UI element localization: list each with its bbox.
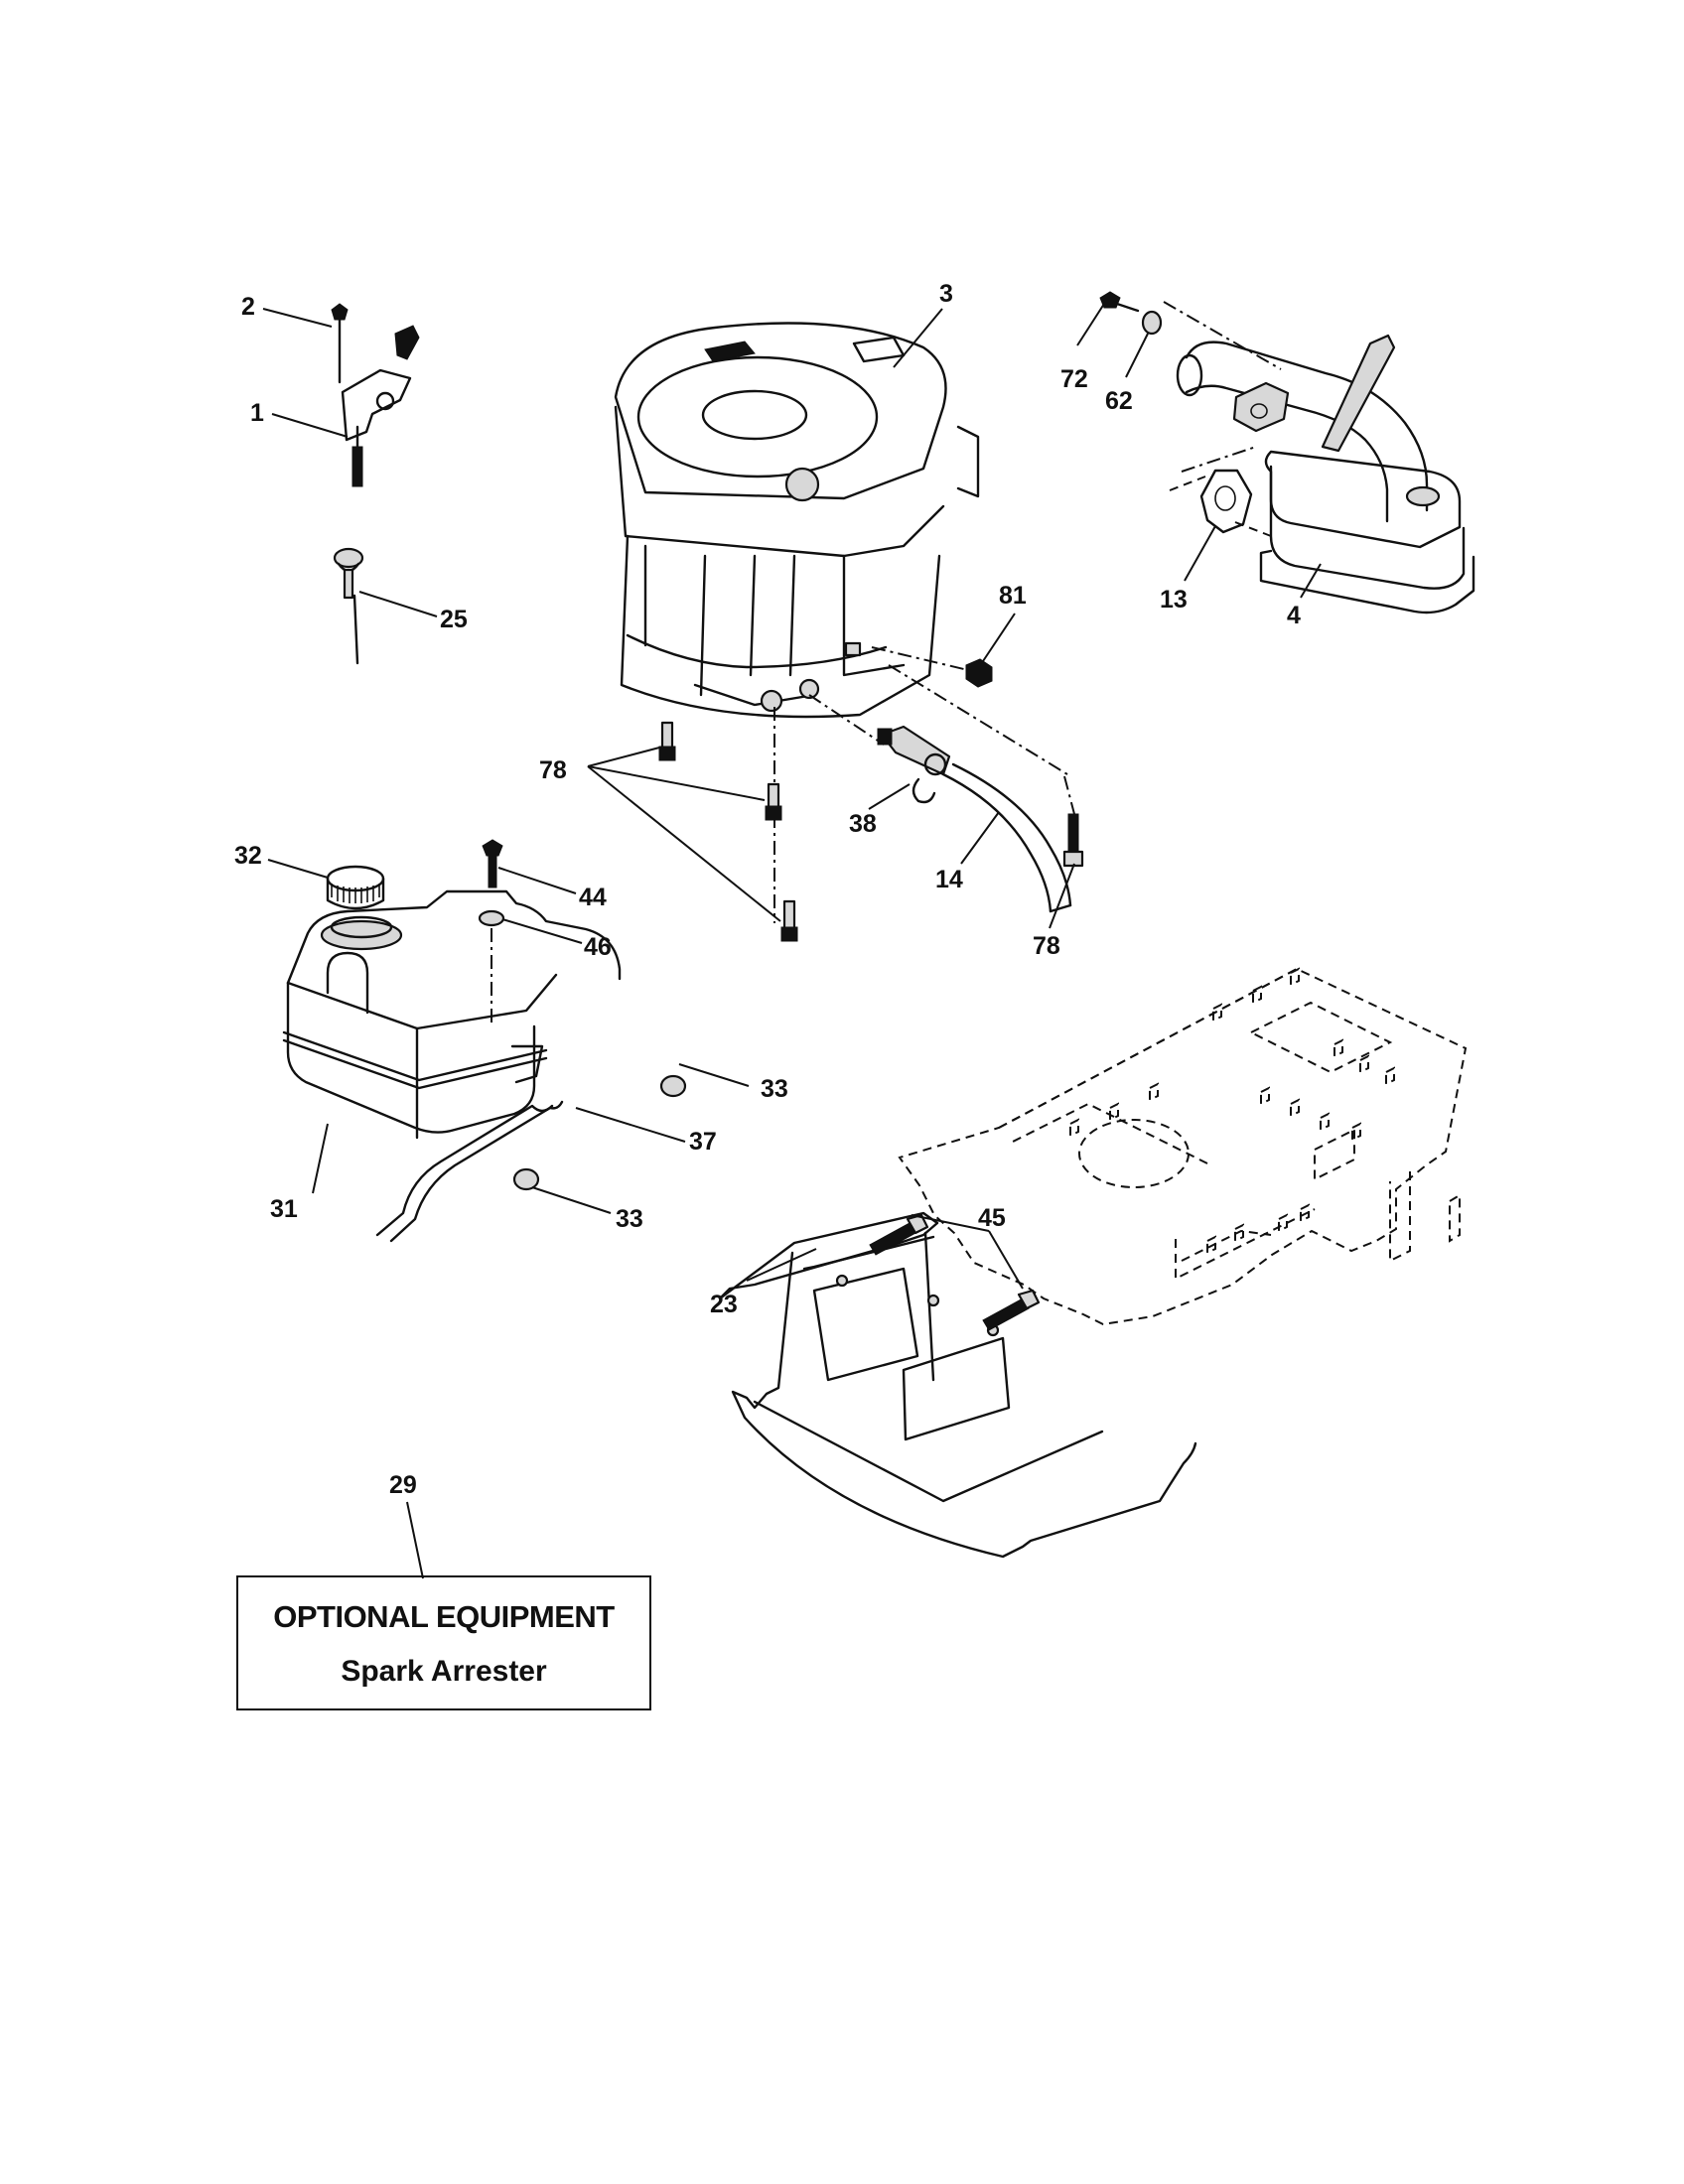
muffler — [1176, 334, 1475, 614]
optional-equipment-title: OPTIONAL EQUIPMENT — [273, 1599, 615, 1634]
optional-equipment-box: OPTIONAL EQUIPMENT Spark Arrester — [236, 1575, 651, 1710]
throttle-control-bracket — [331, 303, 420, 487]
gasket-13 — [1169, 469, 1272, 537]
callout-81: 81 — [999, 582, 1027, 610]
bolt-78-a — [658, 721, 676, 761]
callout-25: 25 — [440, 606, 468, 633]
callout-1: 1 — [250, 399, 264, 427]
callout-33-b: 33 — [616, 1205, 643, 1233]
callout-14: 14 — [935, 866, 963, 893]
callout-29: 29 — [389, 1471, 417, 1499]
hose-clamp-33-b — [512, 1167, 540, 1191]
callout-72: 72 — [1060, 365, 1088, 393]
callout-4: 4 — [1287, 602, 1301, 629]
screw-45-a — [869, 1213, 929, 1256]
callout-33-a: 33 — [761, 1075, 788, 1103]
screw-72 — [1099, 291, 1140, 313]
engine — [614, 322, 980, 719]
spark-arrester-label: Spark Arrester — [341, 1655, 547, 1688]
nut-81 — [965, 658, 993, 688]
callout-38: 38 — [849, 810, 877, 838]
callout-labels: 2 1 25 3 72 62 13 4 81 78 38 14 78 32 44… — [234, 280, 1301, 1499]
callout-37: 37 — [689, 1128, 717, 1156]
callout-3: 3 — [939, 280, 953, 308]
bolt-78-b — [765, 782, 782, 821]
callout-78-a: 78 — [539, 756, 567, 784]
callout-78-b: 78 — [1033, 932, 1060, 960]
callout-2: 2 — [241, 293, 255, 321]
washer-62 — [1141, 310, 1163, 336]
fuel-tank — [282, 889, 622, 1140]
callout-45: 45 — [978, 1204, 1006, 1232]
callout-62: 62 — [1105, 387, 1133, 415]
callout-31: 31 — [270, 1195, 298, 1223]
bolt-78-d — [1062, 813, 1084, 868]
washer-46 — [478, 909, 505, 1023]
fuel-line — [375, 1100, 564, 1243]
callout-13: 13 — [1160, 586, 1188, 614]
callout-23: 23 — [710, 1291, 738, 1318]
fuel-valve — [877, 725, 951, 804]
heat-shield — [718, 1211, 1197, 1559]
callout-46: 46 — [584, 933, 612, 961]
hose-clamp-33-a — [659, 1074, 687, 1098]
screw-45-b — [982, 1289, 1041, 1331]
mower-frame — [898, 967, 1468, 1326]
callout-44: 44 — [579, 884, 607, 911]
bolt-78-c — [780, 899, 798, 942]
callout-32: 32 — [234, 842, 262, 870]
dipstick — [333, 547, 364, 665]
fuel-cap — [326, 865, 385, 910]
screw-44 — [482, 839, 503, 888]
leader-lines — [262, 303, 1322, 1579]
